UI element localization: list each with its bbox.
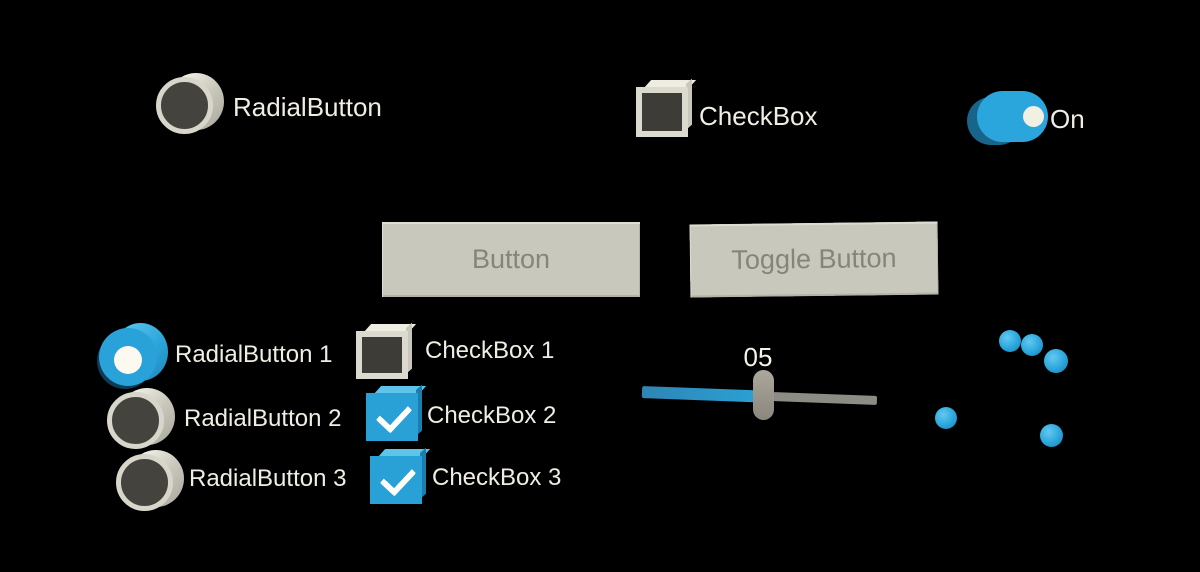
radial-selected-dot-icon: [114, 346, 142, 374]
checkbox-front-face-icon: [366, 393, 418, 441]
toggle-button[interactable]: Toggle Button: [689, 221, 939, 298]
radial-button-face-icon: [156, 77, 213, 134]
checkbox-3[interactable]: [370, 447, 431, 507]
checkbox-1[interactable]: [356, 322, 417, 382]
toggle-switch[interactable]: [963, 84, 1063, 148]
radial-button-2[interactable]: [107, 388, 179, 452]
radial-button-top-label: RadialButton: [233, 92, 382, 122]
slider-track-remaining[interactable]: [772, 392, 878, 405]
checkbox-3-label: CheckBox 3: [432, 464, 562, 491]
sphere-dot: [999, 330, 1021, 352]
button[interactable]: Button: [382, 222, 640, 297]
radial-button-1-label: RadialButton 1: [175, 341, 333, 368]
sphere-dot: [1040, 424, 1063, 447]
slider-track-filled[interactable]: [641, 386, 757, 403]
checkbox-front-face-icon: [636, 87, 688, 137]
sphere-dot: [1021, 334, 1043, 356]
sphere-dot: [935, 407, 957, 429]
checkbox-front-face-icon: [356, 331, 408, 379]
radial-button-3-label: RadialButton 3: [189, 465, 347, 492]
radial-button-face-icon: [116, 454, 173, 511]
checkbox-2[interactable]: [366, 384, 427, 444]
checkbox-top[interactable]: [636, 78, 697, 138]
slider[interactable]: 05: [640, 342, 885, 430]
radial-button-1[interactable]: [99, 323, 171, 387]
radial-button-face-icon: [107, 392, 164, 449]
slider-value-label: 05: [743, 342, 773, 372]
slider-thumb[interactable]: [753, 370, 774, 420]
toggle-state-label: On: [1050, 104, 1085, 134]
button-label: Button: [471, 244, 551, 274]
toggle-knob-icon: [1023, 106, 1044, 127]
checkbox-front-face-icon: [370, 456, 422, 504]
checkbox-2-label: CheckBox 2: [427, 402, 557, 429]
checkbox-1-label: CheckBox 1: [425, 337, 555, 364]
checkbox-top-label: CheckBox: [699, 101, 818, 131]
radial-button-2-label: RadialButton 2: [184, 405, 342, 432]
sphere-dot: [1044, 349, 1068, 373]
radial-button-3[interactable]: [116, 450, 188, 514]
toggle-button-label: Toggle Button: [731, 242, 897, 276]
radial-button-top[interactable]: [156, 73, 228, 137]
